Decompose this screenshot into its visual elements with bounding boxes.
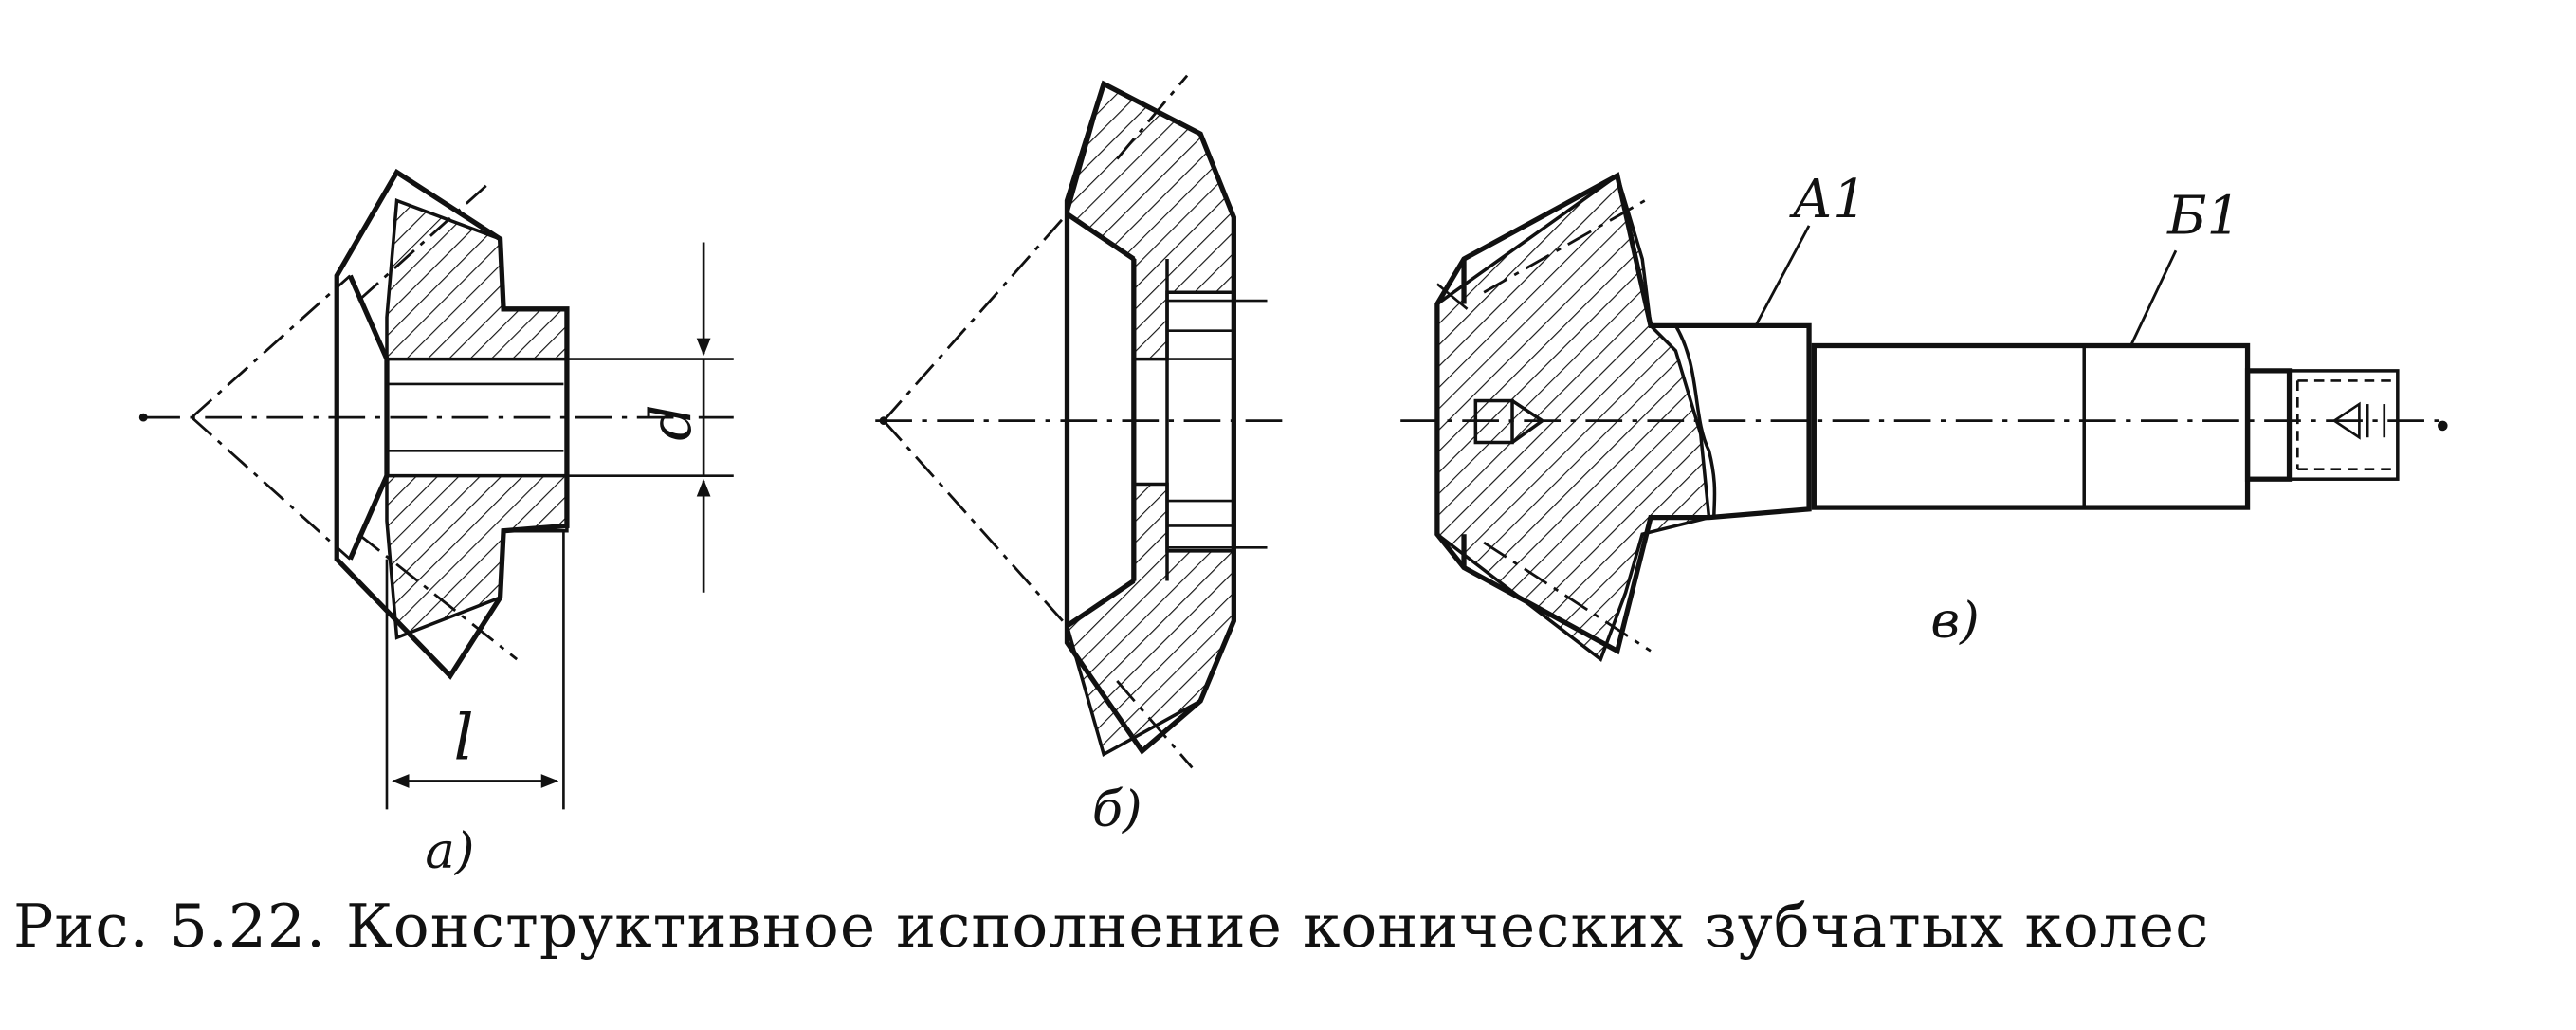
- panel-c-label: в): [1930, 592, 1979, 650]
- panel-b-label: б): [1092, 781, 1142, 838]
- figure-caption: Рис. 5.22. Конструктивное исполнение кон…: [13, 892, 2210, 961]
- surface-a1-label: А1: [1788, 169, 1866, 230]
- panel-c: [1400, 172, 2448, 662]
- panel-a: [138, 168, 734, 810]
- panel-a-label: а): [425, 822, 474, 880]
- dimension-d-label: d: [639, 404, 704, 440]
- dimension-l-label: l: [453, 701, 473, 775]
- surface-b1-label: Б1: [2166, 186, 2240, 248]
- panel-b: [875, 74, 1285, 769]
